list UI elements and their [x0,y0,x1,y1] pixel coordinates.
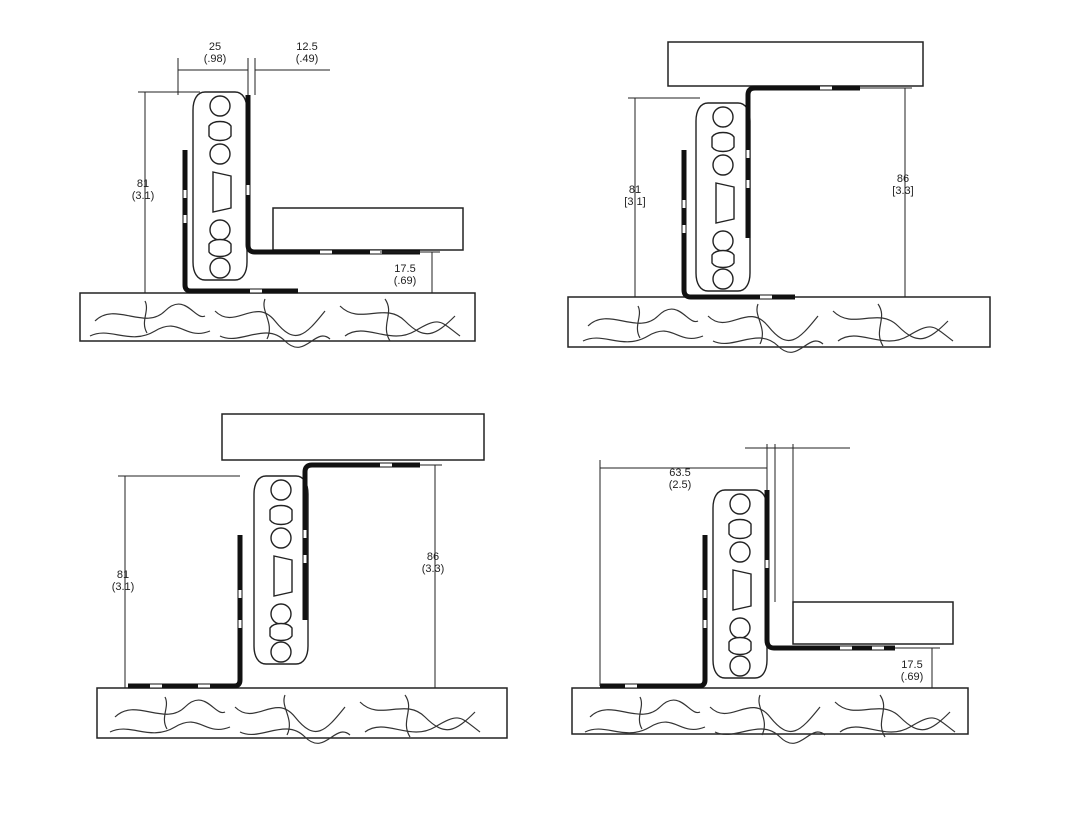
slide-body [192,91,248,281]
panel-top-right: 81 [3.1] 86 [3.3] [567,41,991,353]
drawer-bracket [302,462,420,620]
drawer-panel [221,413,485,461]
dim-gap-top-value: 12.5 [296,41,317,53]
panel-bottom-right: 63.5 (2.5) 17.5 (.69) [571,444,969,744]
dim-gap-top-inch: (.49) [296,53,319,65]
slide-body [712,489,768,679]
drawer-bracket [245,95,420,255]
wood-base [567,296,991,353]
dim-height-left-value: 81 [629,184,641,196]
dim-width-top-value: 63.5 [669,467,690,479]
dim-width-top-inch: (2.5) [669,479,692,491]
wood-base [96,687,508,744]
dim-width-top-value: 25 [209,41,221,53]
dimension-lines [599,444,940,688]
dimension-lines [118,464,442,688]
dim-height-left-inch: [3.1] [624,196,645,208]
wood-base [571,687,969,744]
drawer-bracket [745,85,860,238]
drawer-panel [792,601,954,645]
dim-width-top-inch: (.98) [204,53,227,65]
wood-base [79,292,476,348]
drawer-bracket [764,490,895,651]
dim-offset-bottom-inch: (.69) [394,275,417,287]
dimension-lines [138,58,440,294]
dim-offset-bottom-value: 17.5 [394,263,415,275]
slide-body [695,102,751,292]
cabinet-bracket [182,150,298,294]
dim-offset-bottom-value: 17.5 [901,659,922,671]
cabinet-bracket [681,150,795,300]
dim-height-left-value: 81 [117,569,129,581]
dim-height-right-inch: (3.3) [422,563,445,575]
cabinet-bracket [600,535,708,689]
dim-height-right-value: 86 [427,551,439,563]
dim-height-left-inch: (3.1) [132,190,155,202]
drawer-panel [272,207,464,251]
slide-body [253,475,309,665]
dim-height-right-inch: [3.3] [892,185,913,197]
dim-height-left-inch: (3.1) [112,581,135,593]
dim-height-right-value: 86 [897,173,909,185]
drawer-panel [667,41,924,87]
dim-height-left-value: 81 [137,178,149,190]
dim-offset-bottom-inch: (.69) [901,671,924,683]
panel-top-left: 25 (.98) 12.5 (.49) 81 (3.1) 17.5 (.69) [79,41,476,348]
dimension-lines [628,87,912,297]
cabinet-bracket [128,535,243,689]
panel-bottom-left: 81 (3.1) 86 (3.3) [96,413,508,744]
